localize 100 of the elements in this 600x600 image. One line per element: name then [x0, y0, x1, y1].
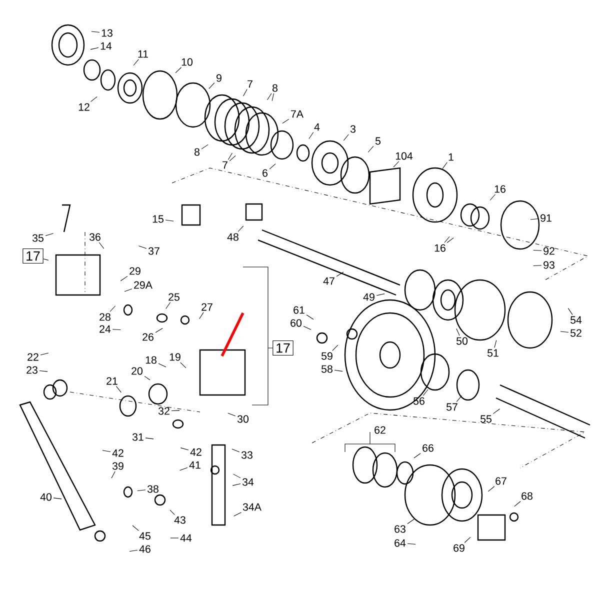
- leader-line: [456, 395, 462, 402]
- boxed-callout-number: 17: [272, 340, 294, 356]
- leader-line: [444, 236, 450, 243]
- leader-line: [228, 152, 232, 160]
- leader-line: [530, 218, 539, 220]
- leader-line: [232, 448, 240, 452]
- leader-line: [492, 408, 500, 414]
- callout-number: 61: [294, 306, 304, 314]
- callout-number: 7: [248, 80, 252, 88]
- callout-number: 48: [227, 233, 238, 241]
- leader-line: [407, 518, 415, 524]
- callout-number: 46: [139, 545, 150, 553]
- callout-number: 29: [130, 267, 140, 275]
- leader-line: [234, 512, 242, 516]
- callout-number: 24: [100, 325, 111, 333]
- callout-number: 15: [152, 215, 164, 223]
- leader-line: [334, 370, 343, 372]
- callout-number: 21: [106, 377, 118, 385]
- callout-number: 67: [496, 477, 506, 485]
- leader-line: [514, 501, 521, 507]
- leader-line: [124, 288, 132, 292]
- callout-number: 92: [544, 247, 554, 255]
- callout-number: 44: [180, 534, 192, 542]
- callout-number: 26: [142, 333, 154, 341]
- callout-number: 18: [146, 356, 156, 364]
- callout-number: 38: [147, 485, 158, 493]
- callout-number: 54: [570, 316, 582, 324]
- leader-line: [533, 250, 542, 251]
- leader-line: [165, 220, 174, 222]
- leader-line: [238, 226, 244, 232]
- leader-line: [155, 328, 163, 333]
- leader-line: [533, 265, 542, 266]
- leader-line: [282, 118, 290, 124]
- callout-number: 47: [323, 277, 334, 285]
- callout-number: 11: [138, 50, 148, 58]
- leader-line: [45, 233, 54, 236]
- callout-number: 68: [522, 492, 532, 500]
- callout-number: 52: [570, 329, 582, 337]
- leader-line: [112, 329, 121, 330]
- leader-line: [116, 386, 122, 393]
- callout-number: 40: [40, 493, 52, 501]
- leader-line: [180, 448, 189, 450]
- leader-line: [98, 242, 104, 249]
- callout-number: 64: [394, 539, 406, 547]
- leader-line: [229, 155, 236, 162]
- leader-line: [376, 294, 385, 296]
- leader-line: [180, 467, 188, 471]
- leader-line: [145, 438, 154, 440]
- leader-line: [446, 238, 454, 243]
- leader-line: [228, 412, 236, 416]
- callout-number: 37: [148, 247, 160, 255]
- leader-line: [91, 31, 100, 33]
- leader-line: [560, 331, 569, 333]
- leader-line: [132, 525, 139, 531]
- callout-number: 19: [170, 353, 180, 361]
- leader-line: [166, 302, 171, 310]
- leader-line: [442, 162, 448, 169]
- leader-line: [137, 490, 146, 491]
- leader-line: [138, 246, 147, 249]
- leader-line: [306, 314, 314, 320]
- leader-line: [39, 370, 48, 372]
- leader-line: [111, 471, 116, 478]
- callout-number: 29A: [134, 281, 152, 289]
- leader-line: [144, 376, 150, 380]
- leader-line: [232, 483, 241, 486]
- callout-number: 35: [32, 234, 44, 242]
- leader-line: [208, 82, 215, 89]
- leader-line: [368, 146, 374, 153]
- callout-number: 14: [100, 42, 112, 50]
- callout-number: 49: [363, 293, 374, 301]
- leader-line: [269, 164, 276, 170]
- callout-number: 43: [174, 516, 186, 524]
- leader-line: [332, 344, 338, 351]
- callout-number: 7A: [291, 110, 304, 118]
- callout-number: 62: [374, 426, 386, 434]
- callout-number: 69: [454, 544, 464, 552]
- callout-number: 25: [168, 293, 180, 301]
- leader-line: [393, 161, 400, 168]
- leader-line: [40, 352, 49, 356]
- callout-number: 34: [242, 478, 254, 486]
- callout-number: 50: [456, 337, 468, 345]
- leader-line: [414, 453, 421, 458]
- leader-line: [133, 59, 139, 66]
- leader-line: [90, 47, 99, 50]
- leader-line: [175, 67, 182, 74]
- leader-line: [494, 340, 497, 348]
- leader-line: [267, 93, 272, 100]
- leader-line: [243, 89, 248, 96]
- callout-number: 45: [139, 532, 150, 540]
- callout-number: 104: [396, 152, 413, 160]
- leader-line: [180, 362, 186, 368]
- callout-number: 12: [78, 103, 90, 111]
- leader-line: [407, 543, 416, 545]
- callout-number: 56: [414, 397, 424, 405]
- callout-number: 39: [112, 462, 124, 470]
- leader-line: [102, 450, 111, 452]
- leader-line: [303, 326, 312, 330]
- callout-number: 41: [189, 461, 200, 469]
- callout-number: 10: [182, 58, 193, 66]
- callout-number: 55: [480, 415, 492, 423]
